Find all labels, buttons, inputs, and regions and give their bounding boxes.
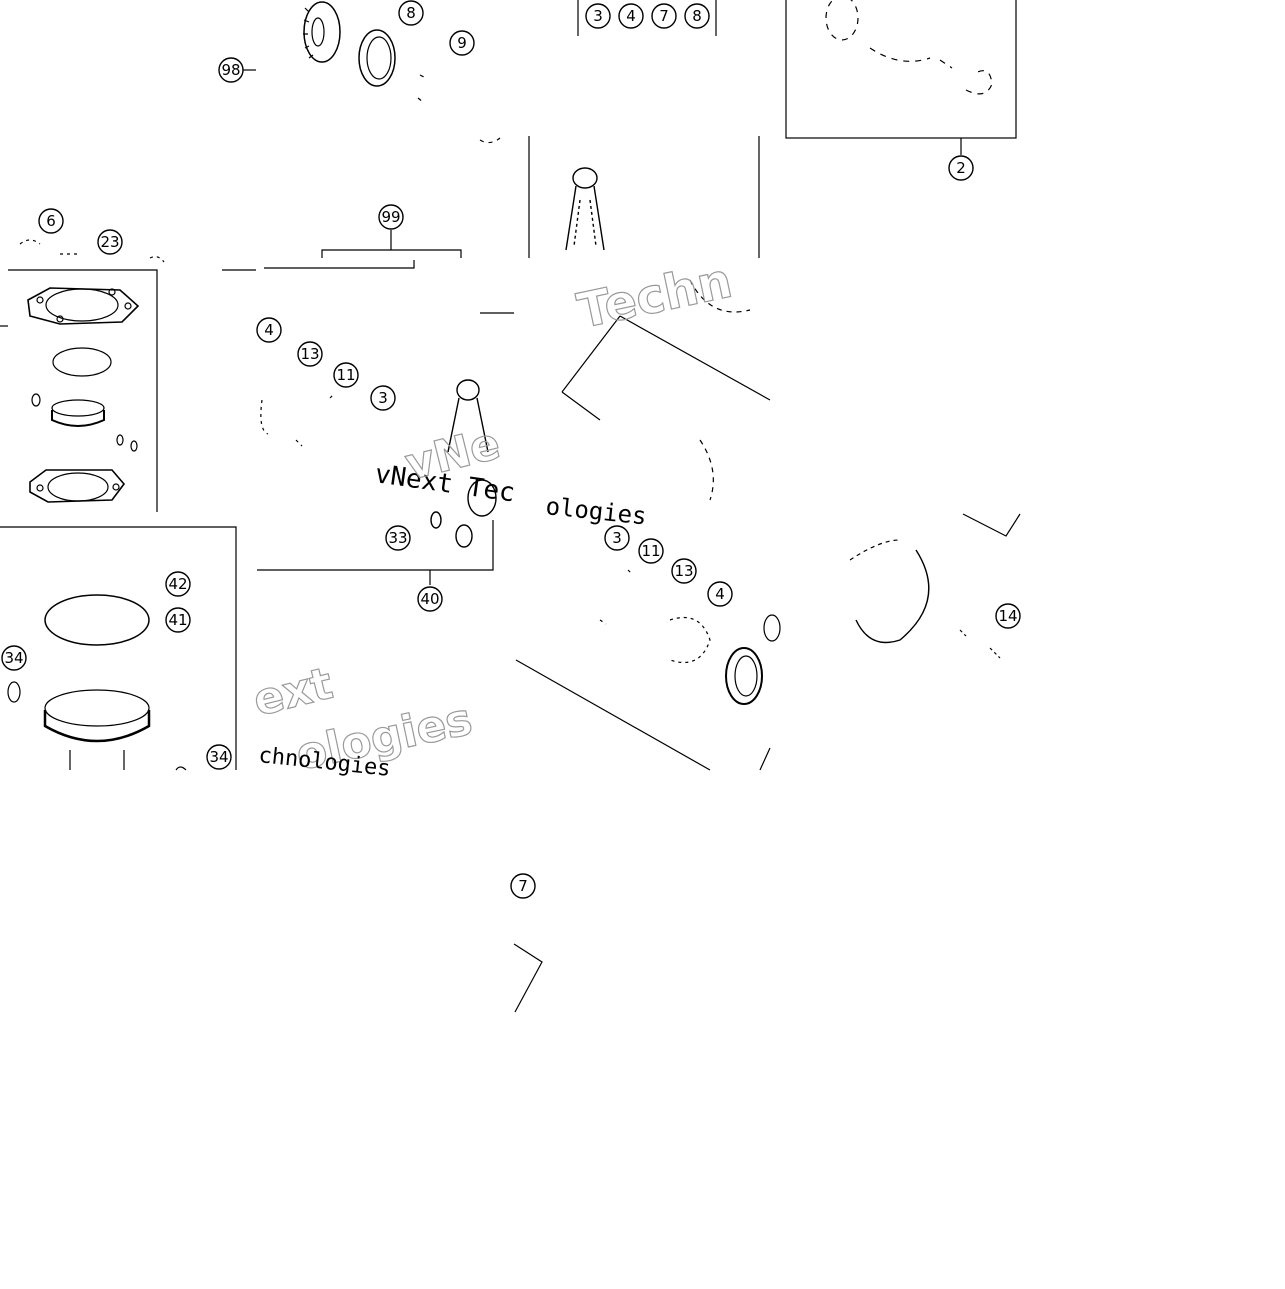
crankshaft-part: [689, 279, 751, 501]
callout-label: 34: [4, 649, 23, 667]
callout-label: 13: [674, 562, 693, 580]
bearing-small-part: [763, 614, 781, 642]
gasket-box: [8, 269, 158, 512]
callout-label: 33: [388, 529, 407, 547]
bearing-ring-part: [725, 647, 763, 705]
callout-label: 3: [593, 7, 603, 25]
piston-box: [0, 526, 237, 770]
watermark-text: Techn: [573, 253, 737, 340]
callout-label: 11: [336, 366, 355, 384]
callout-label: 6: [46, 212, 56, 230]
callout-label: 4: [715, 585, 725, 603]
connecting-rod-part: [430, 379, 497, 548]
callout-label: 34: [209, 748, 228, 766]
callout-label: 41: [168, 611, 187, 629]
bracket-40: [257, 520, 494, 571]
callout-label: 99: [381, 208, 400, 226]
piston-ring-part: [52, 347, 112, 377]
cylinder-head-gasket: [27, 287, 140, 325]
piston-part: [43, 689, 151, 770]
bracket-99-top: [321, 249, 462, 258]
callout-label: 4: [626, 7, 636, 25]
small-part: [417, 74, 501, 144]
flywheel-part: [849, 539, 1001, 659]
watermark-text: ologies: [544, 492, 648, 530]
callout-label: 42: [168, 575, 187, 593]
callout-label: 3: [378, 389, 388, 407]
callout-label: 13: [300, 345, 319, 363]
callout-label: 7: [518, 877, 528, 895]
callout-label: 40: [420, 590, 439, 608]
watermark-text: ext: [248, 658, 337, 727]
piston-pin-clip: [7, 681, 21, 703]
callout-label: 14: [998, 607, 1017, 625]
bracket-99-inner: [264, 260, 415, 269]
callout-label: 7: [659, 7, 669, 25]
callout-label: 9: [457, 34, 467, 52]
crankshaft-box: [785, 0, 1017, 139]
crankcase-outline: [513, 943, 543, 1013]
small-part: [599, 569, 711, 664]
piston-ring-part: [44, 594, 150, 646]
crankcase-outline: [515, 659, 771, 771]
cylinder-base-gasket: [29, 469, 126, 503]
crankcase-outline: [561, 315, 771, 421]
small-part: [260, 393, 335, 447]
piston-small-part: [31, 393, 138, 452]
small-part: [19, 239, 165, 263]
callout-label: 3: [612, 529, 622, 547]
bearing-ring-part: [358, 29, 396, 87]
conrod-box: [529, 136, 759, 266]
crankcase-outline: [962, 513, 1021, 537]
gear-part: [303, 1, 341, 63]
callout-label: 11: [641, 542, 660, 560]
group-bracket: [577, 0, 717, 36]
connecting-rod-part: [565, 167, 605, 251]
callout-label: 8: [692, 7, 702, 25]
callout-label: 23: [100, 233, 119, 251]
callout-label: 8: [406, 4, 416, 22]
callout-label: 4: [264, 321, 274, 339]
crankshaft-part: [825, 0, 993, 95]
callout-label: 98: [221, 61, 240, 79]
callout-label: 2: [956, 159, 966, 177]
conrod-box-sides: [528, 136, 760, 258]
